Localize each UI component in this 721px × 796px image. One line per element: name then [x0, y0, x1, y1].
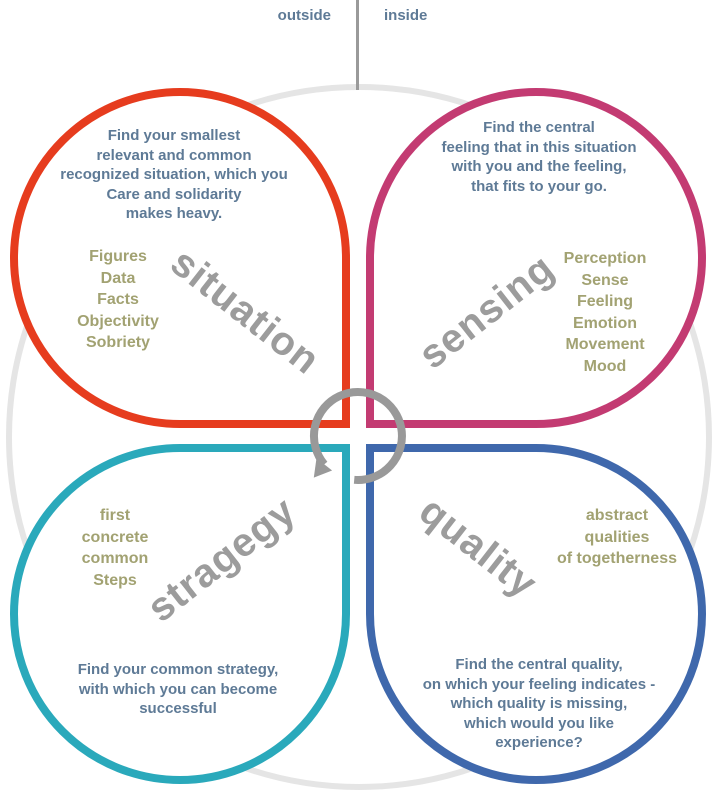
sensing-keywords: Perception Sense Feeling Emotion Movemen…	[563, 250, 647, 375]
situation-keywords: Figures Data Facts Objectivity Sobriety	[77, 248, 159, 352]
inside-label: inside	[384, 7, 428, 24]
sensing-description: Find the central feeling that in this si…	[441, 119, 637, 195]
quality-description: Find the central quality, on which your …	[422, 656, 656, 751]
outside-label: outside	[277, 7, 331, 24]
outside-inside-divider-line	[356, 0, 359, 90]
background-ring-circle	[6, 84, 712, 790]
strategy-description: Find your common strategy, with which yo…	[77, 661, 279, 717]
situation-description: Find your smallest relevant and common r…	[60, 127, 288, 222]
quadrant-situation: Find your smallest relevant and common r…	[10, 88, 350, 428]
quadrant-quality: abstract qualities of togetherness quali…	[366, 444, 706, 784]
quality-watermark: quality	[411, 488, 546, 607]
cycle-arrow-icon	[310, 387, 406, 484]
strategy-keywords: first concrete common Steps	[81, 507, 149, 589]
quality-keywords: abstract qualities of togetherness	[556, 507, 677, 568]
quadrant-sensing: Find the central feeling that in this si…	[366, 88, 706, 428]
quadrant-strategy: first concrete common Steps stragegy Fin…	[10, 444, 350, 784]
